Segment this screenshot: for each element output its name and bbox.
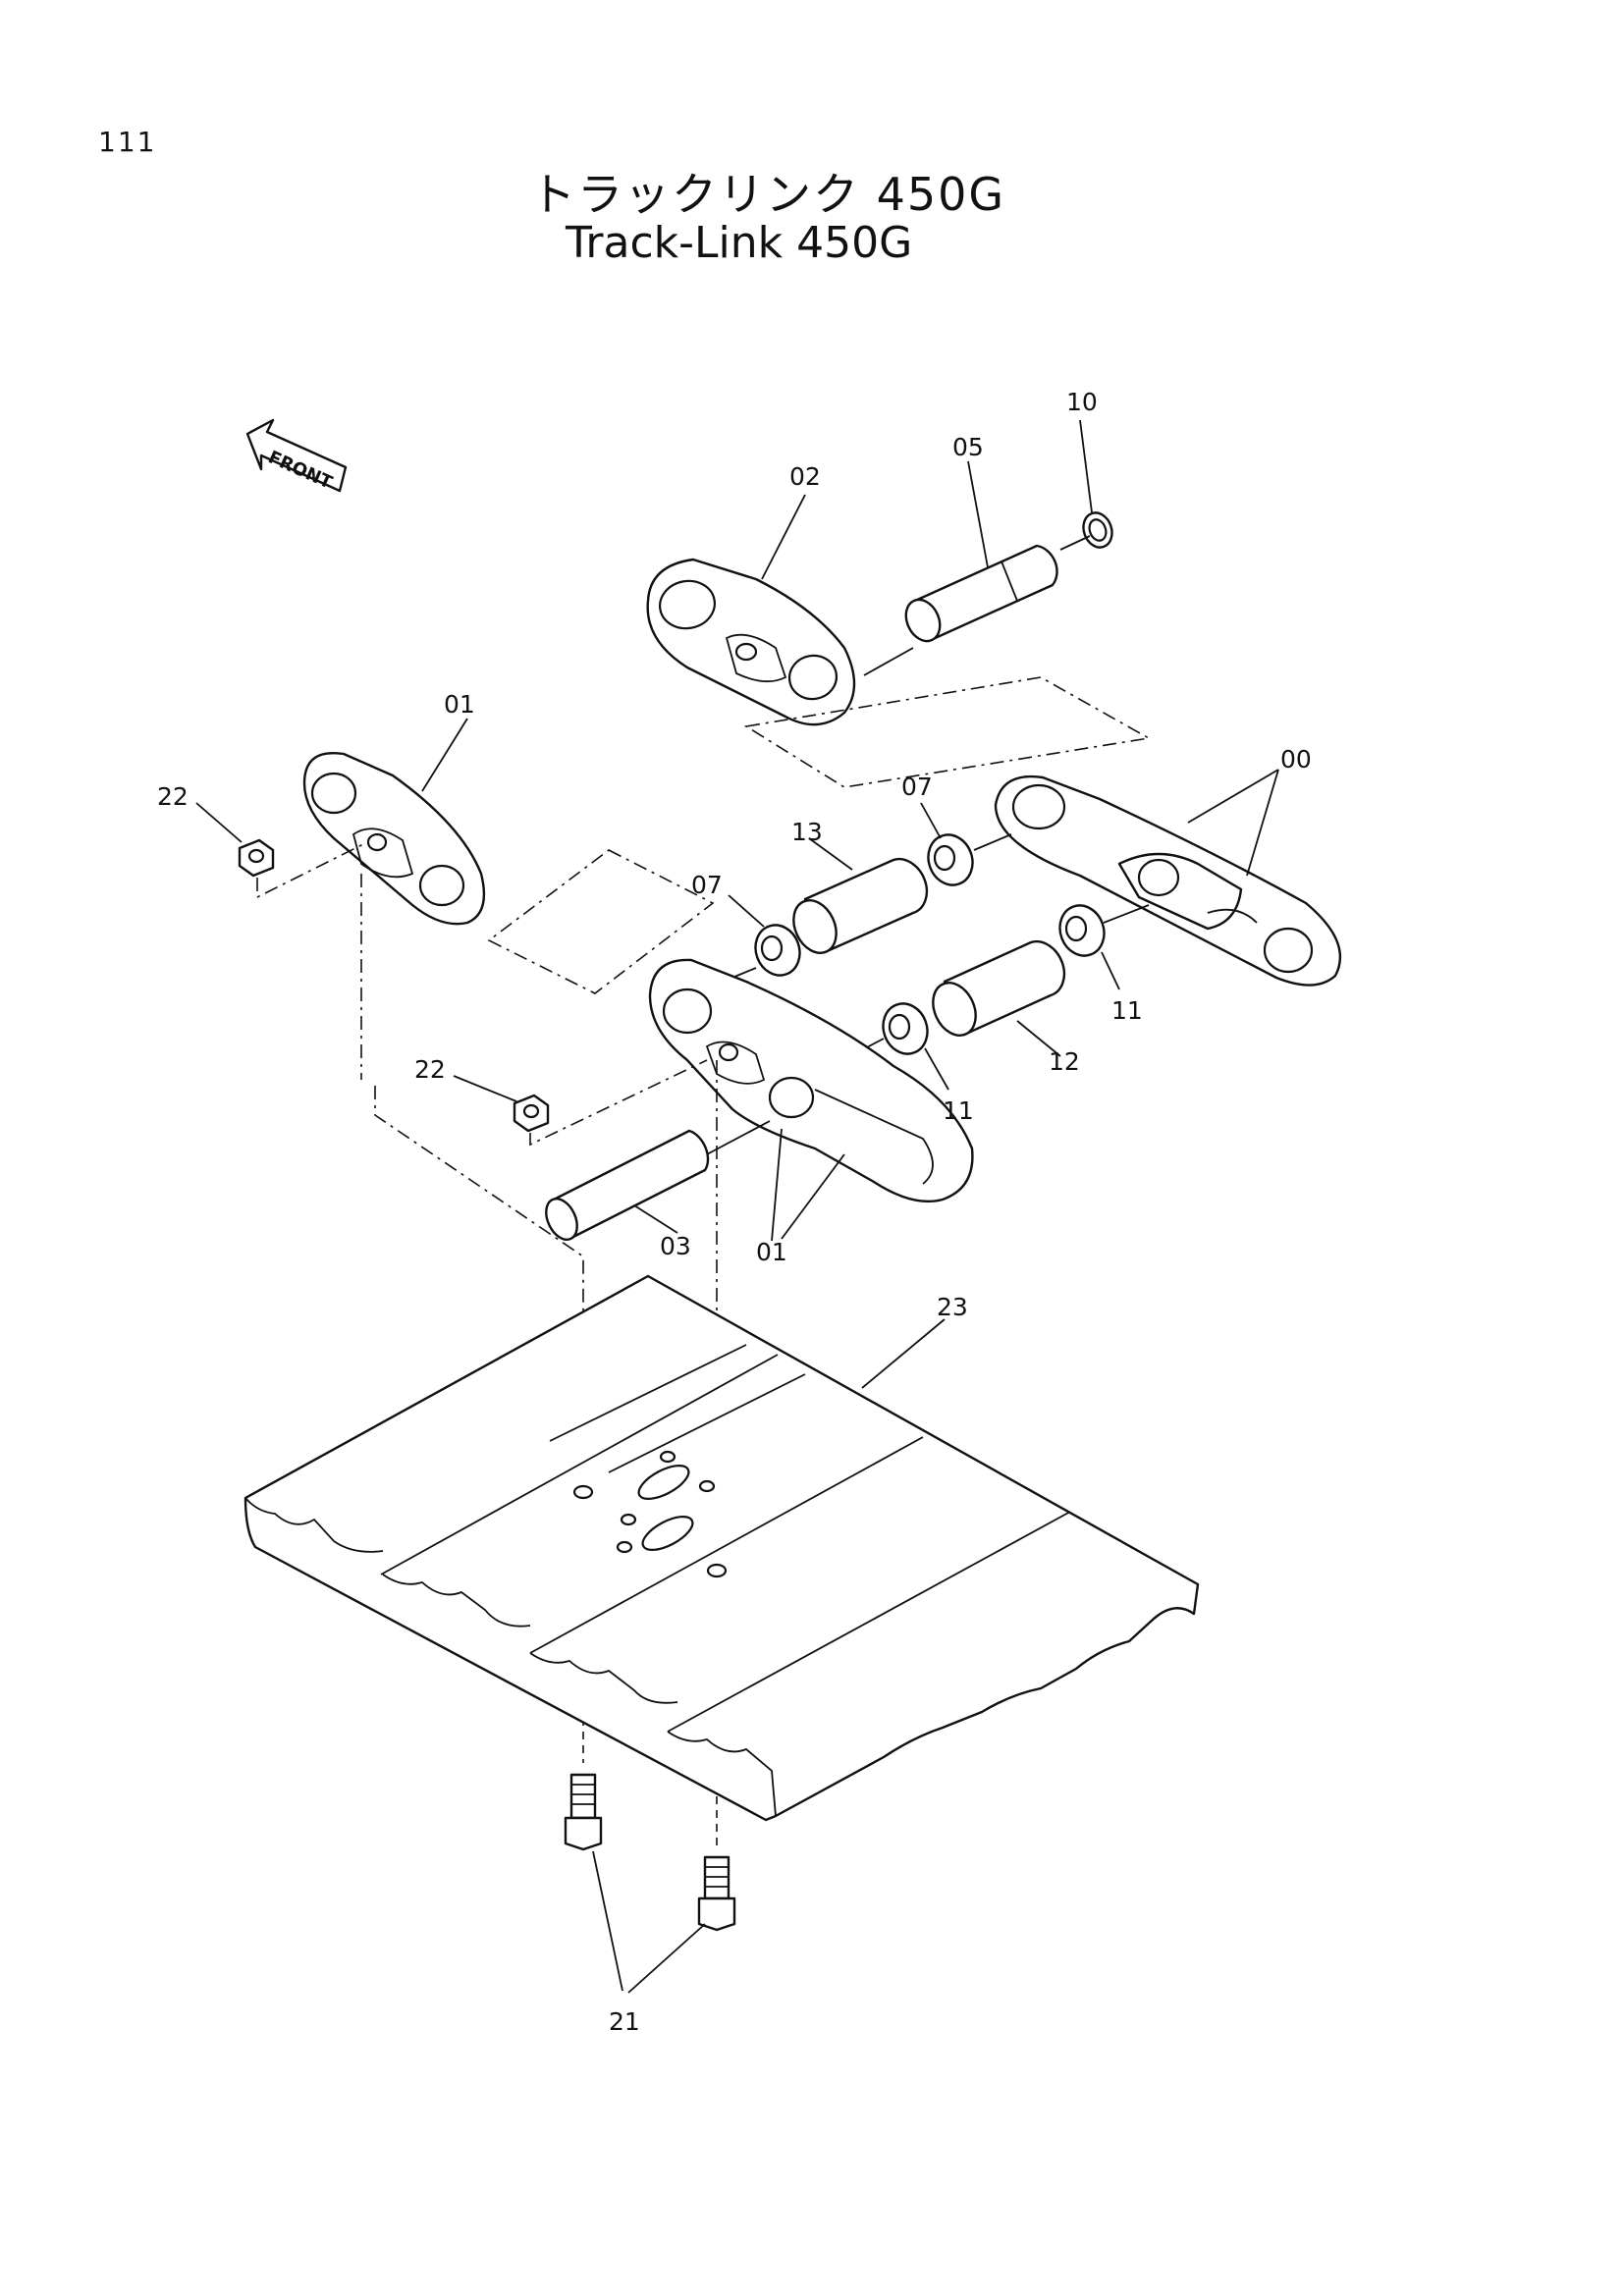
label-02: 02 <box>789 462 821 491</box>
part-11-seal-lower <box>882 1002 929 1055</box>
label-01-top: 01 <box>444 690 475 719</box>
label-05: 05 <box>952 433 984 461</box>
label-12: 12 <box>1049 1047 1080 1076</box>
part-10-snap-ring <box>1082 511 1113 549</box>
part-11-seal-right <box>1058 904 1106 957</box>
part-03-pin <box>545 1129 710 1241</box>
part-21-bolt-left <box>564 1773 603 1851</box>
label-03: 03 <box>660 1232 691 1260</box>
title-english: Track-Link 450G <box>566 218 913 268</box>
label-22-middle: 22 <box>414 1055 446 1084</box>
label-01-bottom: 01 <box>756 1238 787 1266</box>
part-01-link-left <box>302 751 486 926</box>
part-22-nut-top <box>238 838 275 878</box>
label-10: 10 <box>1066 388 1098 416</box>
label-22-top: 22 <box>157 782 189 811</box>
part-22-nut-middle <box>513 1094 550 1133</box>
part-05-master-pin <box>904 544 1058 643</box>
part-13-bushing <box>792 857 929 954</box>
label-11-right: 11 <box>1111 996 1143 1025</box>
label-07-lower: 07 <box>691 871 723 899</box>
front-arrow-icon: FRONT <box>245 418 348 494</box>
label-11-lower: 11 <box>943 1096 974 1125</box>
part-21-bolt-right <box>697 1855 736 1932</box>
label-13: 13 <box>791 818 823 846</box>
part-07-seal-upper <box>927 833 974 886</box>
part-12-bushing <box>932 939 1066 1037</box>
label-00: 00 <box>1280 745 1312 774</box>
part-23-track-shoe <box>243 1274 1200 1822</box>
title-japanese: トラックリンク 450G <box>530 168 1006 221</box>
label-21: 21 <box>609 2007 640 2036</box>
label-23: 23 <box>937 1293 968 1321</box>
part-01-link-bottom <box>648 958 974 1203</box>
part-02-master-link <box>646 558 856 726</box>
part-07-seal-lower <box>754 924 801 977</box>
part-00-link-assembly <box>994 774 1342 987</box>
page-number: 111 <box>98 126 157 158</box>
label-07-upper: 07 <box>901 773 933 801</box>
